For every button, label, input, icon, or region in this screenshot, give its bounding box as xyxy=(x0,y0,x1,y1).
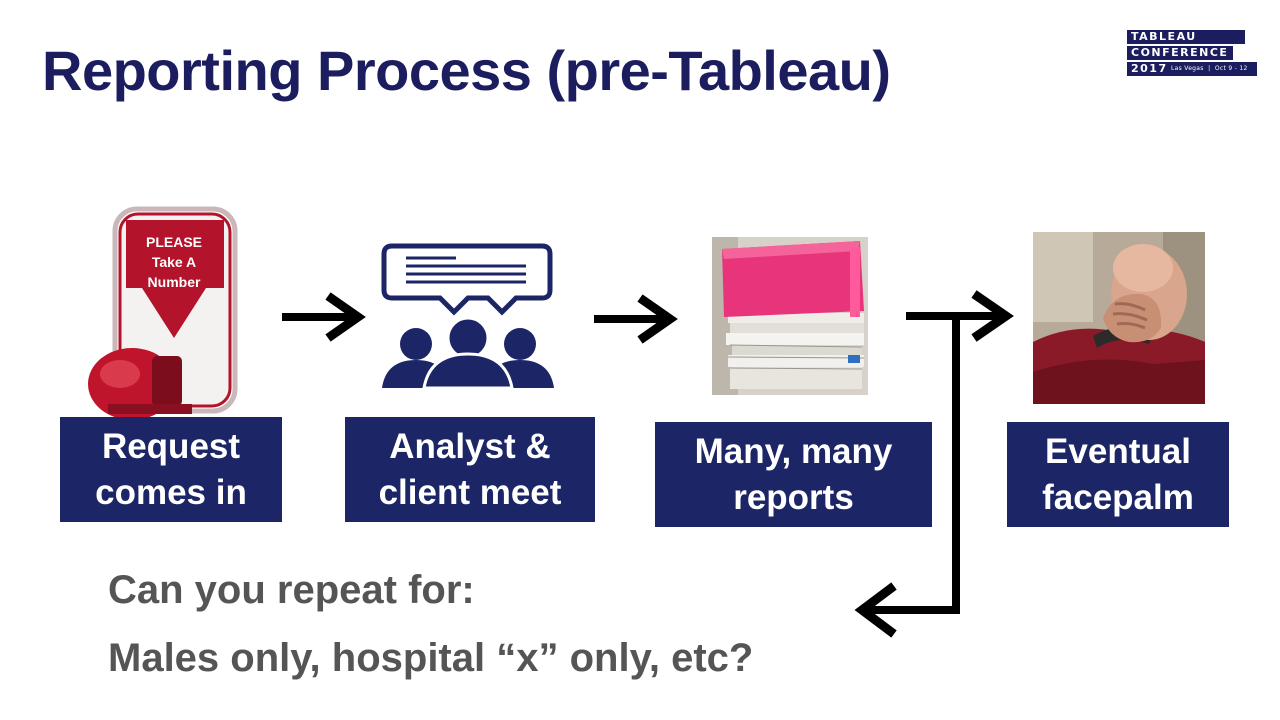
conference-logo: TABLEAU CONFERENCE 2017 Las Vegas | Oct … xyxy=(1127,30,1257,76)
arrow-right-icon xyxy=(594,294,678,344)
step-2-line-2: client meet xyxy=(378,472,562,512)
logo-line-2: CONFERENCE xyxy=(1127,46,1233,60)
ticket-sign-line-3: Number xyxy=(148,274,201,290)
step-4-line-2: facepalm xyxy=(1042,477,1194,517)
step-1-line-2: comes in xyxy=(95,472,247,512)
step-reports-label: Many, many reports xyxy=(655,422,932,527)
logo-line-3: 2017 Las Vegas | Oct 9 - 12 xyxy=(1127,62,1257,76)
meeting-people-icon xyxy=(381,243,554,390)
step-analyst-label: Analyst & client meet xyxy=(345,417,595,522)
arrow-right-icon xyxy=(282,292,366,342)
step-3-line-2: reports xyxy=(733,477,854,517)
facepalm-photo xyxy=(1033,232,1205,404)
logo-year: 2017 xyxy=(1131,62,1168,75)
logo-location: Las Vegas xyxy=(1171,65,1204,72)
logo-meta: Las Vegas | Oct 9 - 12 xyxy=(1171,65,1248,72)
step-1-line-1: Request xyxy=(101,426,241,466)
step-facepalm-label: Eventual facepalm xyxy=(1007,422,1229,527)
loop-back-arrow-icon xyxy=(854,290,1014,638)
logo-dates: Oct 9 - 12 xyxy=(1214,65,1248,72)
step-2-line-1: Analyst & xyxy=(389,426,551,466)
feedback-examples: Males only, hospital “x” only, etc? xyxy=(108,636,754,680)
ticket-sign-line-1: PLEASE xyxy=(146,234,202,250)
logo-line-1: TABLEAU xyxy=(1127,30,1245,44)
step-request-label: Request comes in xyxy=(60,417,282,522)
step-4-line-1: Eventual xyxy=(1045,431,1191,471)
take-a-number-dispenser-icon: PLEASE Take A Number xyxy=(88,206,238,418)
feedback-question: Can you repeat for: xyxy=(108,568,475,612)
report-stack-photo xyxy=(712,237,868,395)
step-3-line-1: Many, many xyxy=(694,431,893,471)
ticket-sign-line-2: Take A xyxy=(152,254,196,270)
slide-title: Reporting Process (pre-Tableau) xyxy=(42,39,891,102)
